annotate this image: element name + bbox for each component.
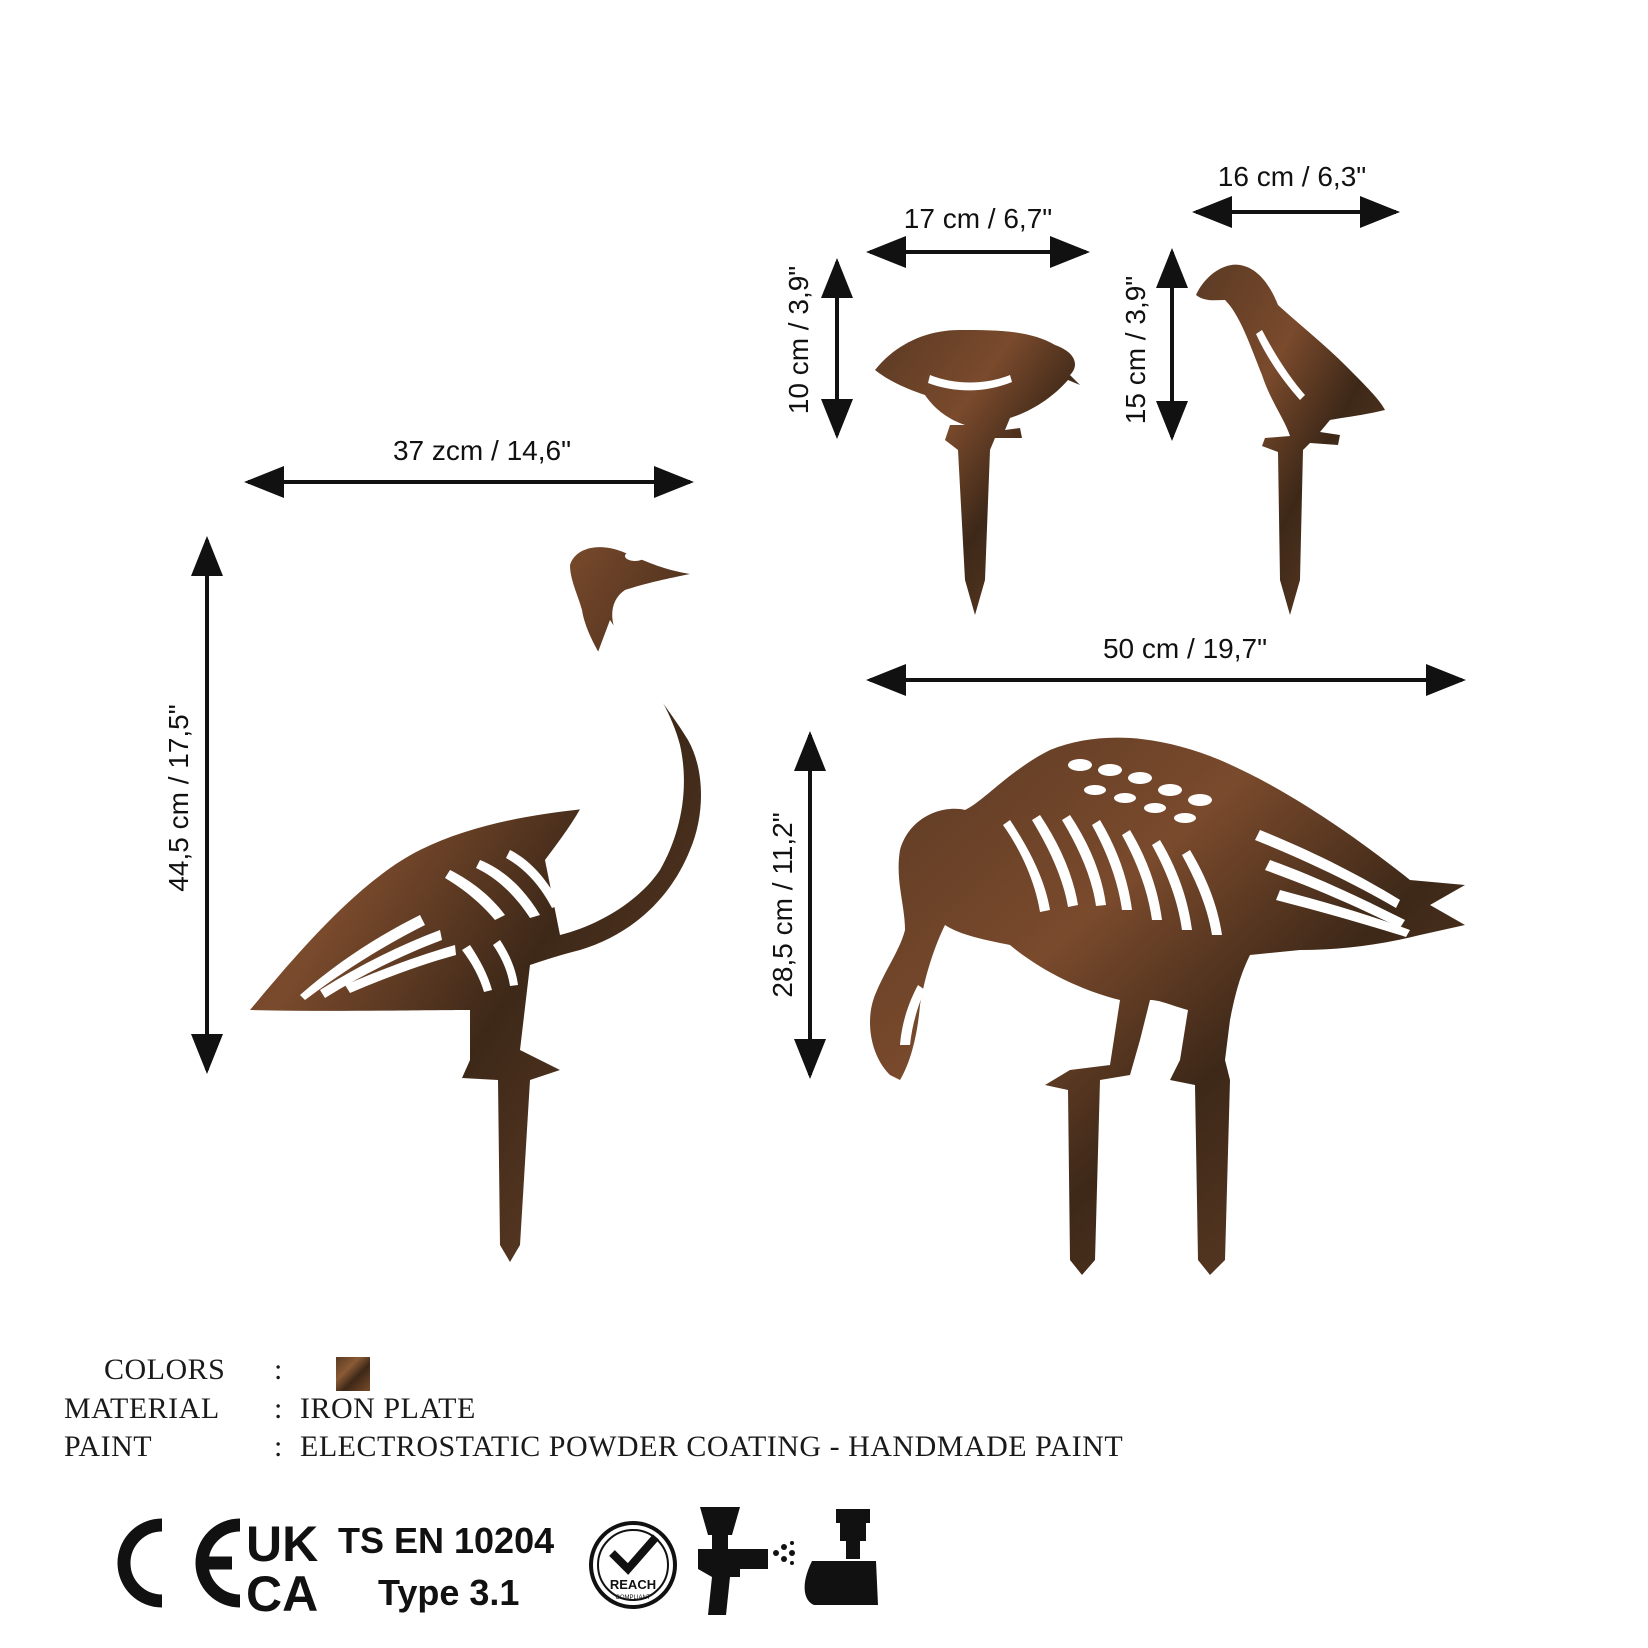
spray-gun-icon bbox=[698, 1507, 795, 1615]
color-swatch bbox=[336, 1357, 370, 1391]
bird-small-1-image bbox=[875, 330, 1080, 615]
goose-grazing-image bbox=[870, 737, 1465, 1275]
standard-line1: TS EN 10204 bbox=[338, 1520, 554, 1561]
material-label: MATERIAL bbox=[64, 1392, 220, 1425]
reach-compliant-icon: REACH COMPLIANT bbox=[589, 1521, 677, 1609]
goose-standing-width-label: 37 zcm / 14,6" bbox=[393, 435, 571, 466]
bird2-height-label: 15 cm / 3,9" bbox=[1120, 276, 1151, 424]
certification-row: CE UK CA TS EN 10204 Type 3.1 REACH COMP… bbox=[117, 1507, 878, 1620]
standard-line2: Type 3.1 bbox=[378, 1572, 519, 1613]
reach-sub: COMPLIANT bbox=[615, 1595, 650, 1601]
dim-arrows bbox=[191, 196, 1466, 1079]
bird-small-2-image bbox=[1196, 264, 1385, 615]
bird1-width-label: 17 cm / 6,7" bbox=[904, 203, 1052, 234]
paint-sep: : bbox=[274, 1430, 283, 1463]
paint-value: ELECTROSTATIC POWDER COATING - HANDMADE … bbox=[300, 1430, 1124, 1463]
paint-brush-icon bbox=[804, 1509, 878, 1605]
reach-text: REACH bbox=[610, 1577, 656, 1592]
bird2-width-label: 16 cm / 6,3" bbox=[1218, 161, 1366, 192]
paint-label: PAINT bbox=[64, 1430, 153, 1463]
goose-grazing-feather-cutouts bbox=[900, 759, 1410, 1045]
material-sep: : bbox=[274, 1392, 283, 1425]
goose-grazing-width-label: 50 cm / 19,7" bbox=[1103, 633, 1267, 664]
ukca-line1: UK bbox=[246, 1516, 318, 1572]
goose-standing-image bbox=[250, 547, 702, 1262]
ukca-line2: CA bbox=[246, 1566, 318, 1620]
bird1-height-label: 10 cm / 3,9" bbox=[783, 266, 814, 414]
goose-standing-height-label: 44,5 cm / 17,5" bbox=[163, 704, 194, 891]
goose-grazing-height-label: 28,5 cm / 11,2" bbox=[767, 812, 798, 997]
ukca-mark-icon: UK CA bbox=[246, 1516, 318, 1620]
goose-standing-feather-cutouts bbox=[300, 551, 645, 1000]
colors-sep: : bbox=[274, 1353, 283, 1386]
ce-mark-icon bbox=[117, 1518, 241, 1608]
colors-label: COLORS bbox=[104, 1353, 226, 1386]
material-value: IRON PLATE bbox=[300, 1392, 476, 1425]
